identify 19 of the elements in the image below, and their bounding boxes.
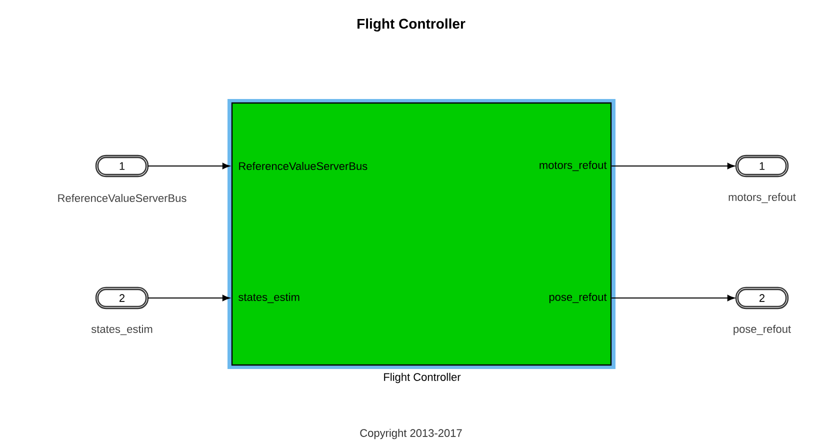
port-name: motors_refout [540,160,607,172]
port-block: 1 [735,154,789,178]
port-block: 2 [735,286,789,310]
port-name: states_estim [238,292,300,304]
block-label: Flight Controller [384,372,461,384]
port-name: ReferenceValueServerBus [239,162,368,170]
diagram-title: Flight Controller [358,18,466,32]
port-name: pose_refout [549,292,607,304]
port-block: 2 [95,286,149,310]
copyright-note: Copyright 2013-2017 [360,428,462,440]
arrow [147,162,230,170]
port-label: ReferenceValueServerBus [58,194,186,202]
arrow [147,294,230,302]
arrow [611,294,735,302]
port-label: pose_refout [734,324,791,336]
port-label: motors_refout [728,192,796,204]
arrow [611,162,735,170]
port-label: states_estim [91,324,152,336]
port-block: 1 [95,154,149,178]
